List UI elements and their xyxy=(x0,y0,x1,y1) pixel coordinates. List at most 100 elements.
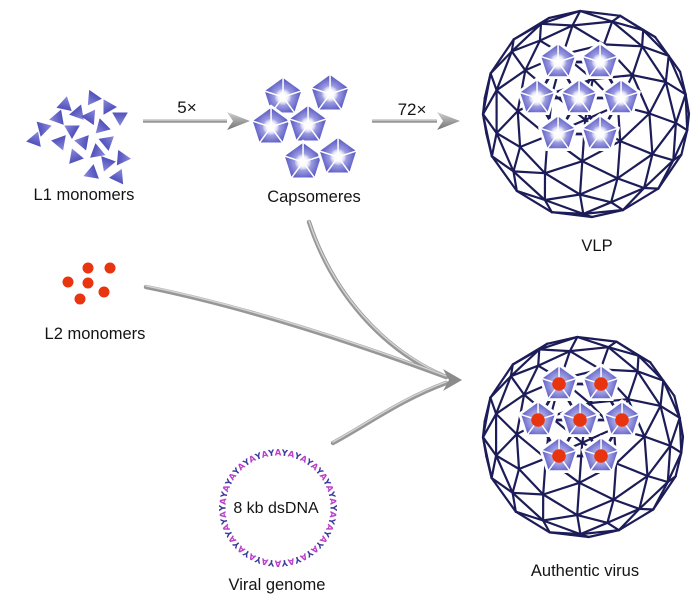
authentic-virus-label: Authentic virus xyxy=(531,562,639,580)
pentamer-with-l2-core xyxy=(581,363,621,401)
genome-base-pair-tick: A xyxy=(261,449,270,460)
l1-monomer-triangle xyxy=(101,156,116,172)
pentamer-center-glow xyxy=(571,90,587,106)
pentamer-center-glow xyxy=(330,149,346,165)
l2-monomer-dot xyxy=(104,262,116,274)
genome-base-pair-tick: A xyxy=(236,461,248,473)
genome-base-pair-tick: Y xyxy=(280,557,289,568)
genome-base-pair-tick: A xyxy=(247,454,258,466)
l1-monomer-triangle xyxy=(56,96,72,112)
l1-monomer-triangle xyxy=(49,109,64,125)
l2-monomer-dot xyxy=(82,277,94,289)
viral-genome-label: Viral genome xyxy=(229,576,326,594)
pentamer xyxy=(316,134,360,176)
pentamer-with-l2-core xyxy=(560,399,600,437)
l1-monomer-triangle xyxy=(83,164,99,179)
genome-base-pair-tick: Y xyxy=(267,557,276,568)
pentamer-with-l2-core xyxy=(518,399,558,437)
genome-base-pair-tick: Y xyxy=(325,490,337,500)
genome-base-pair-tick: A xyxy=(221,522,233,532)
genome-base-pair-tick: Y xyxy=(267,448,276,459)
genome-base-pair-tick: Y xyxy=(219,516,231,526)
pentamer-center-glow xyxy=(322,86,338,102)
genome-size-text: 8 kb dsDNA xyxy=(233,500,319,517)
l1-monomer-triangle xyxy=(87,89,102,106)
pentamer xyxy=(308,71,352,113)
genome-base-pair-tick: Y xyxy=(223,528,236,540)
genome-base-pair-tick: A xyxy=(227,471,239,482)
l2-core-dot xyxy=(531,413,545,427)
multiplier-72x-label: 72× xyxy=(398,100,427,119)
l2-monomers-cluster xyxy=(62,262,116,305)
l1-monomers-cluster xyxy=(26,89,131,185)
assembly-arrow-curve xyxy=(330,380,449,446)
genome-base-pair-tick: A xyxy=(327,511,338,519)
genome-base-pair-tick: A xyxy=(274,558,281,568)
genome-base-pair-tick: Y xyxy=(280,448,289,459)
pentamer xyxy=(286,102,330,144)
genome-base-pair-tick: A xyxy=(327,498,338,506)
genome-base-pair-tick: A xyxy=(287,449,296,460)
genome-base-pair-tick: Y xyxy=(253,451,264,463)
pentamer xyxy=(580,41,620,79)
l1-monomer-triangle xyxy=(69,104,84,120)
capsomeres-cluster xyxy=(249,71,360,181)
genome-base-pair-tick: Y xyxy=(328,504,338,512)
l1-monomer-triangle xyxy=(26,131,41,147)
l1-monomer-triangle xyxy=(109,168,124,185)
pentamer xyxy=(580,113,620,151)
pentamer xyxy=(249,104,293,146)
genome-base-pair-tick: A xyxy=(317,533,329,544)
l2-monomer-dot xyxy=(62,276,74,288)
pentamer-center-glow xyxy=(300,117,316,133)
l1-monomer-triangle xyxy=(112,112,128,126)
genome-base-pair-tick: Y xyxy=(292,553,303,565)
l2-monomer-dot xyxy=(82,262,94,274)
genome-base-pair-tick: A xyxy=(317,472,329,483)
pentamer xyxy=(538,41,578,79)
pentamer-with-l2-core xyxy=(602,399,642,437)
pentamer xyxy=(281,139,325,181)
genome-base-pair-tick: Y xyxy=(219,504,229,512)
vlp-sphere xyxy=(481,9,691,219)
capsid-assembly-arrow xyxy=(372,112,460,130)
pentamer-with-l2-core xyxy=(581,435,621,473)
genome-base-pair-tick: A xyxy=(218,510,229,518)
l2-monomer-dot xyxy=(98,286,110,298)
pentamer-center-glow xyxy=(529,90,545,106)
l1-monomer-triangle xyxy=(69,148,84,164)
arrowhead xyxy=(437,112,460,130)
pentamer-with-l2-core xyxy=(539,435,579,473)
assembly-arrows xyxy=(143,219,462,446)
genome-base-pair-tick: Y xyxy=(253,553,264,565)
l1-monomer-triangle xyxy=(116,149,131,166)
l2-core-dot xyxy=(573,413,587,427)
genome-base-pair-tick: A xyxy=(247,550,258,562)
l2-core-dot xyxy=(594,449,608,463)
pentamer-with-l2-core xyxy=(539,363,579,401)
l1-monomers-label: L1 monomers xyxy=(34,186,135,204)
genome-base-pair-tick: A xyxy=(323,484,335,494)
pentamerization-arrow xyxy=(143,112,250,130)
genome-base-pair-tick: A xyxy=(275,449,282,459)
multiplier-5x-label: 5× xyxy=(177,98,196,117)
pentamer-center-glow xyxy=(275,89,291,105)
arrows-layer xyxy=(143,112,462,446)
assembly-arrow-highlight xyxy=(145,285,447,377)
l1-monomer-triangle xyxy=(36,121,52,137)
genome-base-pair-tick: A xyxy=(308,461,320,473)
genome-base-pair-tick: Y xyxy=(223,477,236,489)
genome-base-pair-tick: A xyxy=(286,555,295,566)
genome-base-pair-tick: A xyxy=(298,454,309,466)
genome-base-pair-tick: Y xyxy=(320,477,333,489)
genome-base-pair-tick: Y xyxy=(325,516,337,526)
l2-core-dot xyxy=(615,413,629,427)
pentamer-center-glow xyxy=(263,119,279,135)
l1-monomer-triangle xyxy=(81,109,96,126)
pentamer xyxy=(261,74,305,116)
l1-monomer-triangle xyxy=(95,118,111,134)
genome-base-pair-tick: A xyxy=(298,550,309,562)
